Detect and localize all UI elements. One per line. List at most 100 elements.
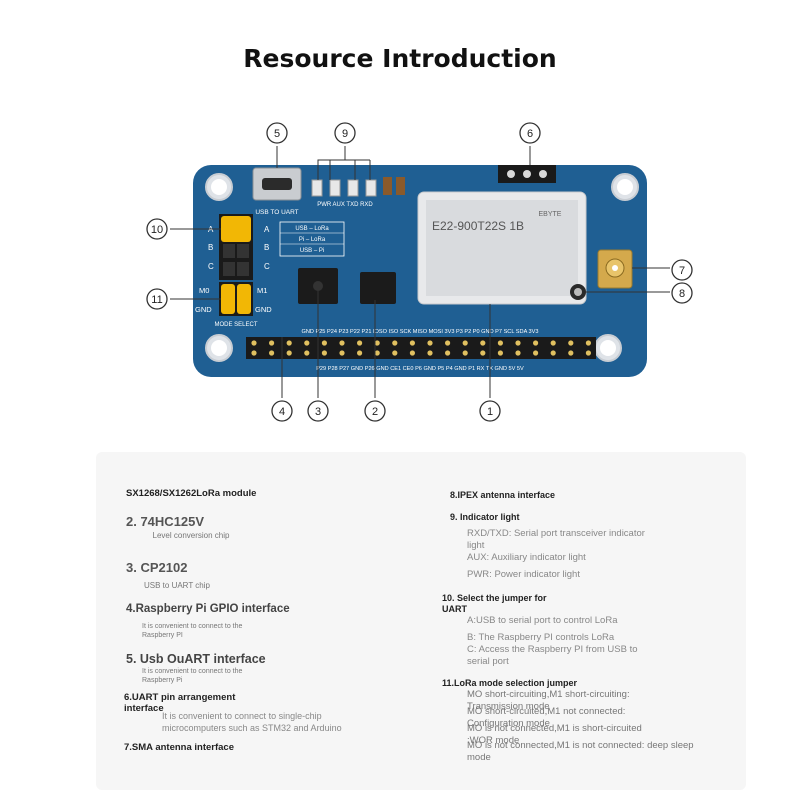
gpio-pin (568, 340, 574, 346)
gpio-pin (269, 340, 275, 346)
gpio-pin (286, 340, 292, 346)
callout-number: 5 (274, 128, 280, 140)
callout-number: 7 (679, 265, 685, 277)
jumper-table (279, 221, 345, 257)
gpio-pin (321, 350, 327, 356)
mode-label-m1: M1 (257, 286, 267, 295)
mode-label-gnd-right: GND (255, 305, 272, 314)
indicator-leds (311, 177, 405, 197)
right-heading-8: 8.IPEX antenna interface (450, 490, 556, 500)
left-heading-4: 4.Raspberry Pi GPIO interface (126, 603, 290, 615)
gpio-pin (357, 340, 363, 346)
lora-module (417, 191, 587, 305)
description-panel: SX1268/SX1262LoRa module 2. 74HC125V Lev… (96, 452, 746, 790)
callout-number: 9 (342, 128, 348, 140)
mode-select-jumpers (219, 282, 253, 316)
gpio-pin (374, 350, 380, 356)
table-row-usb-pi: USB – Pi (300, 248, 324, 254)
mode-label-gnd: GND (195, 305, 212, 314)
left-desc-5: It is convenient to connect to the Raspb… (142, 668, 243, 684)
right-10-line-3: C: Access the Raspberry PI from USB to s… (467, 644, 638, 667)
right-heading-10: 10. Select the jumper for UART (442, 593, 547, 614)
callout-circle (519, 122, 541, 144)
gpio-pin (550, 350, 556, 356)
mode-select-label: MODE SELECT (214, 322, 257, 328)
gpio-pin (357, 350, 363, 356)
right-10-line-1: A:USB to serial port to control LoRa (467, 615, 618, 626)
module-name: E22-900T22S 1B (432, 219, 524, 233)
table-row-pi-lora: Pi – LoRa (299, 237, 326, 243)
callout-number: 8 (679, 288, 685, 300)
74hc125v-chip (360, 272, 396, 304)
jumper-label-b: B (208, 243, 213, 252)
callout-circle (479, 400, 501, 422)
callout-circle (146, 218, 168, 240)
left-desc-3: USB to UART chip (144, 581, 210, 590)
board-illustration: USB TO UART PWR AUX TXD RXD A B C A B C … (146, 122, 693, 422)
gpio-pin (585, 340, 592, 346)
sma-connector (597, 249, 633, 289)
left-heading-1: SX1268/SX1262LoRa module (126, 488, 257, 499)
right-9-line-3: PWR: Power indicator light (467, 569, 580, 580)
gpio-pin (585, 350, 592, 356)
gpio-pin (339, 350, 345, 356)
callout-circle (307, 400, 329, 422)
gpio-pin (269, 350, 275, 356)
gpio-pin (339, 340, 345, 346)
left-heading-5: 5. Usb OuART interface (126, 652, 266, 666)
left-desc-6: It is convenient to connect to single-ch… (162, 711, 342, 733)
callout-circle (364, 400, 386, 422)
right-11-line-4: MO is not connected,M1 is not connected:… (467, 740, 694, 763)
gpio-pin (374, 340, 380, 346)
uart-select-jumpers (219, 214, 253, 280)
left-heading-2: 2. 74HC125V (126, 514, 205, 529)
gpio-pin (392, 350, 398, 356)
callout-circle (266, 122, 288, 144)
right-11-line-2: MO short-circuited,M1 not connected: Con… (467, 706, 626, 729)
gpio-pin (480, 340, 486, 346)
jumper-label-c: C (208, 262, 214, 271)
usb-to-uart-label: USB TO UART (255, 209, 298, 216)
mode-label-m0: M0 (199, 286, 209, 295)
gpio-pin (462, 350, 468, 356)
callout-number: 4 (279, 406, 285, 418)
gpio-pin (286, 350, 292, 356)
callout-lines (170, 146, 670, 398)
gpio-pin (251, 340, 257, 346)
callout-number: 1 (487, 406, 493, 418)
page-title: Resource Introduction (243, 44, 557, 73)
led-labels: PWR AUX TXD RXD (317, 202, 373, 208)
right-9-line-2: AUX: Auxiliary indicator light (467, 552, 586, 563)
gpio-pin (533, 350, 539, 356)
callout-number: 6 (527, 128, 533, 140)
right-heading-9: 9. Indicator light (450, 512, 520, 522)
right-10-line-2: B: The Raspberry PI controls LoRa (467, 632, 615, 643)
gpio-pin (515, 350, 521, 356)
gpio-pin (445, 340, 451, 346)
gpio-pin (480, 350, 486, 356)
right-label-b: B (264, 243, 269, 252)
right-9-line-1: RXD/TXD: Serial port transceiver indicat… (467, 528, 645, 551)
left-heading-6: 6.UART pin arrangement interface (124, 692, 236, 714)
gpio-pin (462, 340, 468, 346)
right-heading-11: 11.LoRa mode selection jumper (442, 678, 578, 688)
right-11-line-3: MO is not connected,M1 is short-circuite… (467, 723, 642, 746)
ipex-connector (570, 284, 586, 300)
gpio-pin (515, 340, 521, 346)
callout-number: 2 (372, 406, 378, 418)
gpio-pin (392, 340, 398, 346)
gpio-pin (497, 340, 503, 346)
left-desc-4: It is convenient to connect to the Raspb… (142, 623, 243, 639)
gpio-pin (550, 340, 556, 346)
right-11-line-1: MO short-circuiting,M1 short-circuiting:… (467, 689, 630, 712)
gpio-header (246, 337, 596, 359)
callout-circle (271, 400, 293, 422)
gpio-pin (533, 340, 539, 346)
gpio-top-labels: GND P25 P24 P23 P22 P21 IOSO ISO SCK MIS… (301, 329, 538, 335)
gpio-bottom-labels: P29 P28 P27 GND P26 GND CE1 CE0 P6 GND P… (316, 366, 524, 372)
gpio-pin (568, 350, 574, 356)
left-desc-2: Level conversion chip (152, 531, 230, 540)
left-heading-7: 7.SMA antenna interface (124, 742, 234, 753)
callout-number: 11 (151, 294, 162, 306)
